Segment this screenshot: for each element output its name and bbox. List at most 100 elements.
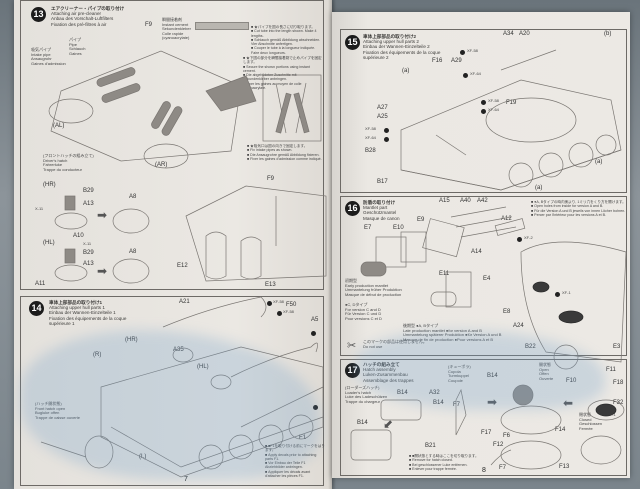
- part-b14-2: B14: [433, 400, 444, 406]
- paint-xf64: XF-64: [488, 107, 499, 112]
- paint-xf1-icon: [555, 292, 560, 297]
- label-jp: 瞬間接着剤: [162, 17, 182, 22]
- label-en: Open: [539, 366, 549, 372]
- step-13-title: エアクリーナー・パイプの取り付け Attaching air pre-clean…: [51, 6, 161, 27]
- label-en: Late production mantlet ●for version A a…: [403, 327, 482, 333]
- label-de: Fahrerluke: [43, 162, 63, 168]
- note-line: Fixer les gaines d'admission comme indiq…: [247, 157, 323, 161]
- paint-xf64-icon: [463, 73, 468, 78]
- note-line: ★パイプを図の長さに切り取ります。: [251, 25, 323, 29]
- part-a42: A42: [477, 198, 488, 204]
- barrel-cleaning-rod-f1: [240, 386, 324, 428]
- part-f7-2: F7: [499, 465, 507, 471]
- title-de: Geschützmantel: [363, 210, 397, 216]
- step-14-title: 車体上部部品の取り付け1 Attaching upper hull parts …: [49, 300, 149, 326]
- paint-xf58: XF-58: [365, 126, 376, 131]
- pipe-3: [151, 101, 171, 129]
- note-line: Die Ansaugrohre gemäß Abbildung fixieren…: [247, 153, 323, 157]
- note-line: Appliquer les décals avant d'attacher le…: [265, 470, 325, 479]
- title-en: Mantlet part: [363, 205, 388, 211]
- cement-bottle: [205, 75, 257, 112]
- part-f13: F13: [559, 464, 570, 470]
- paint-xf1: XF-1: [562, 290, 571, 295]
- paint-x11-2: X-11: [83, 241, 92, 246]
- part-b14-4: B14: [487, 373, 498, 379]
- loaders-hatch-label: (ローダーズハッチ) Loader's hatch Luke des Lades…: [345, 385, 388, 404]
- label-jp: (ハッチ開状態): [35, 401, 62, 406]
- title-fr: Fixation des équipements de la coque sup…: [49, 315, 127, 326]
- label-de: Ummantelung früher Produktion: [345, 287, 402, 293]
- label-r: (R): [93, 352, 102, 358]
- label-de: Sekundenkleber: [162, 26, 191, 32]
- early-mantlet-label: 初期型 Early production mantlet Ummantelung…: [345, 278, 402, 297]
- paint-xf58: XF-58: [467, 48, 478, 53]
- part-f50: F50: [286, 302, 297, 308]
- paint-x11: X-11: [35, 206, 44, 211]
- label-jp: 初期型: [345, 278, 357, 283]
- paint-xf64-icon: [384, 137, 389, 142]
- label-jp: ●C, Dタイプ: [345, 302, 368, 307]
- paint-xf58: XF-58: [273, 299, 284, 304]
- hatch-assembly-drawing: [350, 384, 625, 470]
- closed-label: 閉状態 Closed Geschlossen Fermée: [579, 412, 602, 431]
- turret-ring: [485, 97, 577, 143]
- note-line: Fix intake pipes as shown.: [247, 148, 323, 152]
- label-de: Luke des Ladeschützen: [345, 394, 388, 400]
- note-line: Enlever pour trappe fermée.: [409, 467, 479, 471]
- label-a-3: (a): [535, 185, 543, 191]
- part-f16: F16: [432, 58, 443, 64]
- step-16-note: ●A, Bタイプの時内側より, 1ミリ穴をくり方を開けます。 Open hole…: [531, 200, 626, 217]
- arrow-right-icon: ➡: [97, 208, 108, 222]
- part-e13: E13: [265, 282, 276, 288]
- page-7: 13 エアクリーナー・パイプの取り付け Attaching air pre-cl…: [14, 0, 332, 489]
- label-en: Do not use: [363, 343, 383, 349]
- open-hatch-drawing: [40, 435, 114, 469]
- step-14: 14 車体上部部品の取り付け1 Attaching upper hull par…: [20, 296, 325, 486]
- page-number: 8: [482, 467, 486, 474]
- part-a24: A24: [513, 323, 524, 329]
- label-fr: Trappe de caisse ouverte: [35, 414, 80, 420]
- part-a11: A11: [35, 281, 46, 287]
- hatch-hr: [172, 347, 194, 363]
- label-fr: Ouverte: [539, 375, 554, 381]
- step-13-note-fix: ★吸気口は図の向きで固定します。 Fix intake pipes as sho…: [247, 144, 323, 161]
- part-e7-drawing: [375, 236, 407, 268]
- part-a20: A20: [519, 31, 530, 37]
- part-a8: A8: [129, 194, 137, 200]
- label-fr: Colle rapide: [162, 30, 184, 36]
- part-e11: E11: [439, 271, 450, 277]
- cut-length-guide: [195, 22, 249, 30]
- note-line: Fixer les gaines au moyen de colle cyano…: [243, 82, 323, 91]
- paint-xf64: XF-64: [365, 135, 376, 140]
- part-a13-2: A13: [83, 261, 94, 267]
- hatch-open-label: (ハッチ開状態) Front hatch open Bugluke offen …: [35, 401, 80, 420]
- label-fr: Fermée: [579, 425, 593, 431]
- part-f7: F7: [453, 402, 461, 408]
- part-a32: A32: [429, 390, 440, 396]
- paint-xf58-icon: [311, 331, 316, 336]
- step-15-title: 車体上部部品の取り付け2 Attaching upper hull parts …: [363, 34, 443, 60]
- label-jp: 閉状態: [579, 412, 591, 417]
- title-fr: Assemblage des trappes: [363, 377, 414, 383]
- label-jp: (フロントハッチの組み立て): [43, 153, 94, 158]
- label-en: For version C and D: [345, 306, 381, 312]
- note-line: Cut tube into the length shown. Make 4 l…: [251, 29, 323, 38]
- part-f17: F17: [481, 430, 492, 436]
- label-hr: (HR): [43, 182, 56, 188]
- part-a15: A15: [439, 198, 450, 204]
- air-filter-right: [143, 143, 189, 169]
- paint-xf58-icon: [313, 405, 318, 410]
- label-jp: 開状態: [539, 362, 551, 367]
- part-e7: E7: [364, 225, 372, 231]
- label-de: Für Version C und D: [345, 311, 382, 317]
- label-jp: 後期型 ●A, Bタイプ: [403, 323, 439, 328]
- instant-cement-label: 瞬間接着剤 Instant cement Sekundenkleber Coll…: [162, 17, 191, 41]
- note-line: Secure the shown portions using instant …: [243, 65, 323, 74]
- label-hr: (HR): [125, 337, 138, 343]
- label-en: Cupola: [448, 368, 461, 374]
- title-fr: Masque de canon: [363, 215, 400, 221]
- note-line: ★吸気口は図の向きで固定します。: [247, 144, 323, 148]
- part-f9-2: F9: [267, 176, 275, 182]
- engine-deck-drawing: [48, 50, 257, 169]
- note-line: Remove for hatch closed.: [409, 458, 479, 462]
